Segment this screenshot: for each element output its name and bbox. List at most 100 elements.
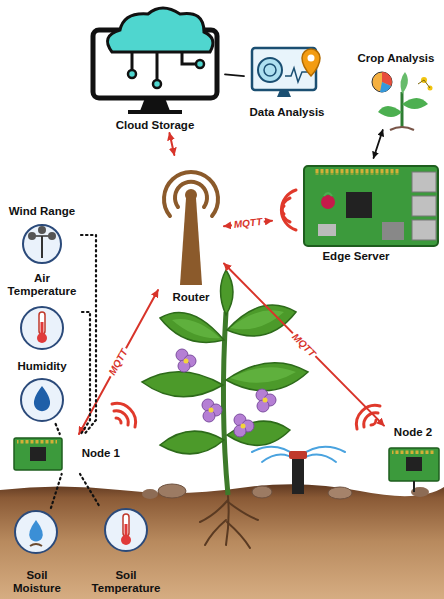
router: Router xyxy=(158,155,224,305)
sensor-icons xyxy=(29,520,43,541)
data-analysis-icon xyxy=(308,55,315,62)
soil xyxy=(0,484,444,599)
soil xyxy=(200,496,258,548)
wifi-signal xyxy=(112,403,136,427)
sensor-wire xyxy=(56,424,60,434)
soil xyxy=(200,500,228,522)
raspberry-pi-board xyxy=(304,166,438,246)
soil-moisture-sensor: Soil Moisture xyxy=(2,508,72,596)
node-label: Node 2 xyxy=(394,426,432,439)
sensor-icons xyxy=(15,511,57,553)
raspberry-pi-board xyxy=(324,193,332,196)
eggplant-plant xyxy=(230,367,296,383)
sensor-wire xyxy=(81,235,96,434)
connector-arrow xyxy=(79,290,158,434)
eggplant-plant xyxy=(176,349,276,437)
eggplant-plant xyxy=(160,431,224,454)
sensor-icons xyxy=(41,236,43,258)
wind-sensor: Wind Range xyxy=(3,203,81,267)
soil xyxy=(252,486,272,498)
eggplant-plant xyxy=(142,372,223,397)
sensor-node: Node 2 xyxy=(384,424,442,486)
soil xyxy=(205,520,226,545)
soil xyxy=(0,484,444,599)
microcontroller-board xyxy=(389,448,439,481)
cloud-monitor-icon xyxy=(140,98,170,111)
node-label: Crop Analysis xyxy=(358,52,435,65)
eggplant-plant xyxy=(172,310,296,382)
cloud-monitor-icon xyxy=(93,8,217,114)
router-antenna-icon xyxy=(164,172,218,285)
crop-analysis-icon xyxy=(418,80,430,88)
cloud-monitor-icon xyxy=(128,60,204,88)
sensor-icons xyxy=(23,225,61,263)
sensor-icons xyxy=(21,379,63,421)
sensor-icons xyxy=(39,312,45,334)
crop-analysis-icon xyxy=(372,72,433,130)
crop-analysis-icon xyxy=(390,127,414,130)
raspberry-pi-board xyxy=(304,166,438,246)
eggplant-plant xyxy=(142,270,308,454)
sensor-icons xyxy=(38,226,46,234)
router-antenna-icon xyxy=(185,189,197,201)
microcontroller-board xyxy=(14,438,439,492)
eggplant-plant xyxy=(226,363,308,391)
cloud-monitor-icon xyxy=(153,80,161,88)
cloud-monitor-icon xyxy=(156,52,159,80)
node-label: Cloud Storage xyxy=(116,119,195,132)
data-analysis: Data Analysis xyxy=(244,40,330,120)
sensor-icons xyxy=(121,535,131,545)
eggplant-plant xyxy=(257,400,269,412)
eggplant-plant xyxy=(184,359,268,429)
microcontroller-board xyxy=(30,447,46,461)
connector-arrow xyxy=(224,263,384,425)
router-antenna-icon xyxy=(175,182,207,207)
crop-analysis-icon xyxy=(401,92,404,128)
node-label: Soil Temperature xyxy=(85,569,167,595)
connector-arrow xyxy=(374,130,383,158)
wifi-signal xyxy=(116,418,121,423)
microcontroller-board xyxy=(17,440,57,444)
raspberry-pi-board xyxy=(321,195,335,209)
cloud-monitor-icon xyxy=(132,52,196,80)
soil xyxy=(142,489,158,499)
raspberry-pi-board xyxy=(346,192,372,218)
connector-arrow xyxy=(224,221,272,227)
microcontroller-board xyxy=(392,450,434,454)
protocol-label: MQTT xyxy=(289,329,320,360)
sensor-wire xyxy=(51,474,62,508)
data-analysis-icon xyxy=(252,48,320,97)
router-antenna-icon xyxy=(164,172,218,216)
microcontroller-board xyxy=(14,438,62,470)
sensor-icons xyxy=(125,524,128,536)
microcontroller-board xyxy=(413,481,415,492)
data-analysis-icon xyxy=(277,90,291,97)
cloud-monitor-icon xyxy=(128,110,182,114)
eggplant-plant xyxy=(160,312,224,342)
cloud-monitor-icon xyxy=(182,52,196,64)
connector-arrow xyxy=(169,133,174,155)
sensor-icons xyxy=(123,514,129,536)
cloud-monitor-icon xyxy=(196,60,204,68)
eggplant-plant xyxy=(230,310,284,329)
sensor-icons xyxy=(37,333,47,343)
sensor-icons xyxy=(41,322,44,334)
edge-server: Edge Server xyxy=(272,158,440,264)
node-label: Node 1 xyxy=(82,447,120,460)
node-label: Humidity xyxy=(17,360,66,373)
sensor-icons xyxy=(28,232,36,240)
raspberry-pi-board xyxy=(412,172,436,192)
raspberry-pi-board xyxy=(314,169,399,175)
soil-temperature-sensor: Soil Temperature xyxy=(80,505,172,596)
protocol-label: MQTT xyxy=(106,345,131,379)
crop-analysis-icon xyxy=(372,72,392,92)
data-analysis-icon xyxy=(264,64,276,76)
cloud-monitor-icon xyxy=(131,52,134,70)
air-temperature-sensor: Air Temperature xyxy=(2,270,82,354)
node-label: Data Analysis xyxy=(250,106,325,119)
sensor-icons xyxy=(30,544,42,546)
eggplant-plant xyxy=(221,270,234,315)
crop-analysis-icon xyxy=(380,82,391,92)
